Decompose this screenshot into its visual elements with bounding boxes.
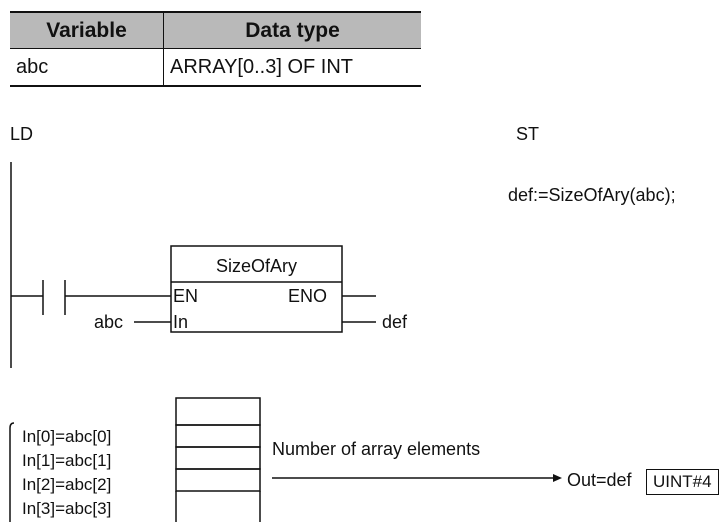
out-variable-label: def <box>382 312 408 332</box>
function-block-name: SizeOfAry <box>215 256 298 276</box>
input-en-label: EN <box>173 286 199 306</box>
result-arrow-head <box>553 474 562 482</box>
input-in-label: In <box>173 312 189 332</box>
variable-table: Variable Data type abc ARRAY[0..3] OF IN… <box>10 11 421 87</box>
cell-data-type: ARRAY[0..3] OF INT <box>163 48 421 87</box>
st-label: ST <box>516 124 540 144</box>
arrow-label: Number of array elements <box>272 439 481 459</box>
output-eno-label: ENO <box>288 286 328 306</box>
array-box-0 <box>175 397 261 426</box>
array-box-2 <box>175 446 261 470</box>
array-box-3 <box>175 468 261 492</box>
table-header-row: Variable Data type <box>10 11 421 49</box>
array-element-2: In[2]=abc[2] <box>22 475 112 494</box>
array-box-1 <box>175 424 261 448</box>
array-element-1: In[1]=abc[1] <box>22 451 112 470</box>
header-data-type: Data type <box>163 11 421 49</box>
st-code: def:=SizeOfAry(abc); <box>508 185 676 205</box>
output-label: Out=def <box>567 470 632 490</box>
ld-label: LD <box>10 124 34 144</box>
array-element-0: In[0]=abc[0] <box>22 427 112 446</box>
in-variable-label: abc <box>94 312 124 332</box>
function-block-box <box>170 245 343 333</box>
header-variable: Variable <box>10 11 164 49</box>
result-value-box: UINT#4 <box>646 469 719 495</box>
table-row: abc ARRAY[0..3] OF INT <box>10 48 421 87</box>
cell-variable: abc <box>10 48 164 87</box>
array-element-3: In[3]=abc[3] <box>22 499 112 518</box>
array-bracket <box>9 422 15 522</box>
